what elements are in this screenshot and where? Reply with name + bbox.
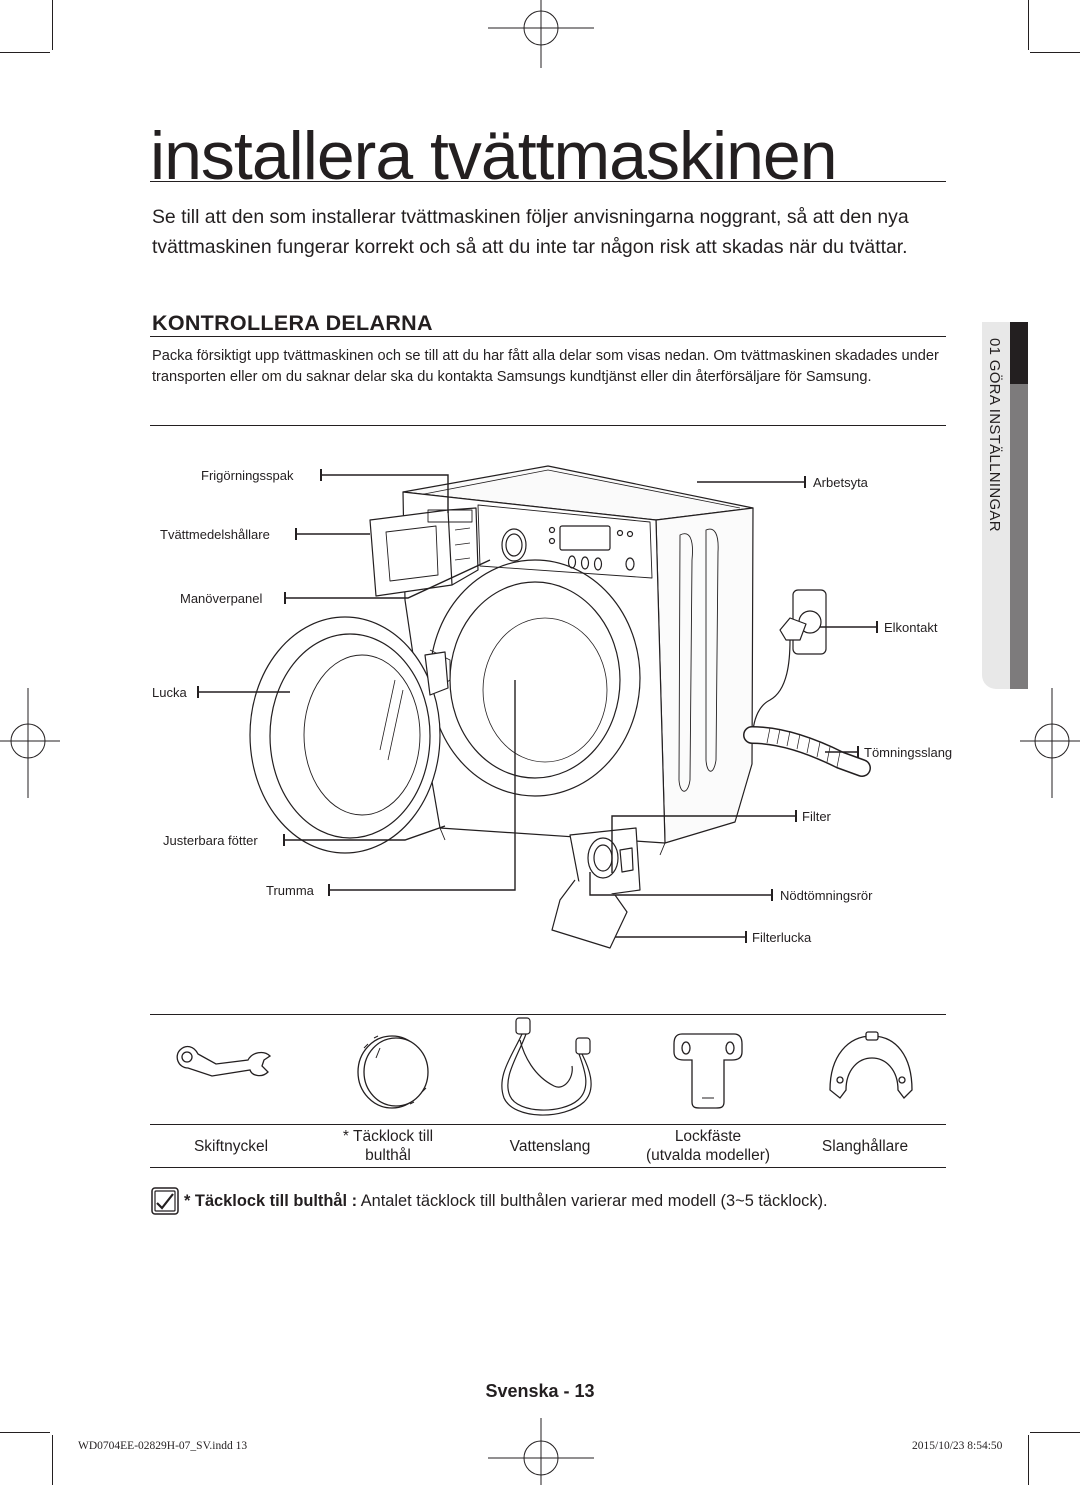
accessory-label-hose-guide: Slanghållare [821, 1138, 909, 1155]
section-divider [150, 336, 946, 337]
registration-mark-left [0, 688, 60, 798]
accessories-top-divider [150, 1014, 946, 1015]
diagram-top-divider [150, 425, 946, 426]
label-power-plug: Elkontakt [884, 620, 938, 635]
intro-paragraph: Se till att den som installerar tvättmas… [152, 206, 909, 258]
accessory-label-water-hose: Vattenslang [509, 1138, 591, 1155]
note-body: Antalet täcklock till bulthålen varierar… [357, 1192, 828, 1210]
label-drum: Trumma [266, 883, 314, 898]
label-drain-hose: Tömningsslang [864, 745, 953, 760]
chapter-tab-strip [1010, 384, 1028, 689]
accessories-label-top-divider [150, 1124, 946, 1125]
section-body: Packa försiktigt upp tvättmaskinen och s… [152, 348, 939, 385]
water-hose-icon [501, 1017, 592, 1116]
bolt-cap-icon [357, 1035, 429, 1109]
accessories-bottom-divider [150, 1167, 946, 1168]
registration-mark-bottom [488, 1418, 594, 1485]
accessory-label-lid-bracket: Lockfäste(utvalda modeller) [645, 1128, 771, 1164]
label-control-panel: Manöverpanel [180, 591, 263, 606]
chapter-tab-background [982, 322, 1010, 689]
registration-mark-right [1020, 688, 1080, 798]
label-worktop: Arbetsyta [813, 475, 868, 490]
label-door: Lucka [152, 685, 187, 700]
label-release-lever: Frigörningsspak [201, 468, 294, 483]
registration-mark-top [488, 0, 594, 68]
print-slug-file: WD0704EE-02829H-07_SV.indd 13 [78, 1440, 248, 1452]
chapter-tab-label: 01 GÖRA INSTÄLLNINGAR [986, 338, 1003, 532]
page-number: Svenska - 13 [485, 1381, 595, 1401]
chapter-tab-marker [1010, 322, 1028, 384]
title-divider [150, 181, 946, 182]
page-title: installera tvättmaskinen [150, 118, 838, 194]
print-slug-date: 2015/10/23 8:54:50 [912, 1440, 1003, 1452]
accessory-label-wrench: Skiftnyckel [193, 1138, 269, 1155]
label-adjustable-feet: Justerbara fötter [163, 833, 258, 848]
note-bold: * Täcklock till bulthål : [184, 1192, 358, 1210]
label-detergent-drawer: Tvättmedelshållare [160, 527, 270, 542]
label-emergency-drain: Nödtömningsrör [780, 888, 873, 903]
label-filter: Filter [802, 809, 831, 824]
note-text: * Täcklock till bulthål : Antalet täcklo… [184, 1192, 828, 1211]
lid-bracket-icon [673, 1033, 743, 1109]
label-filter-cover: Filterlucka [752, 930, 812, 945]
section-heading: KONTROLLERA DELARNA [152, 311, 433, 335]
wrench-icon [176, 1045, 272, 1077]
washing-machine-diagram [197, 465, 878, 949]
hose-guide-icon [829, 1031, 913, 1099]
note-icon [151, 1187, 179, 1215]
